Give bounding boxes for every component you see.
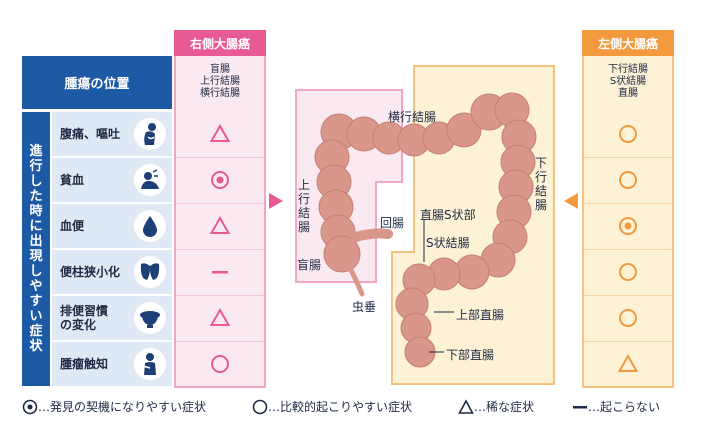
symptom-label: 血便	[60, 219, 85, 233]
right-colon-marks	[176, 112, 264, 386]
upper-rectum-label: 上部直腸	[456, 308, 505, 322]
symptom-label: 腫瘤触知	[60, 357, 109, 371]
vertical-char: す	[29, 294, 43, 309]
narrow-stool-icon	[134, 256, 166, 288]
vertical-char: 行	[29, 159, 43, 174]
row-divider	[584, 295, 672, 296]
vertical-char: 状	[29, 339, 43, 354]
symptom-label: 腹痛、嘔吐	[60, 127, 121, 141]
vertical-char: 結	[534, 184, 547, 198]
legend-triangle: …稀な症状	[458, 398, 534, 415]
ascending-colon-label: 上行結腸	[297, 178, 311, 234]
double-circle-mark	[584, 204, 672, 248]
circle-mark	[584, 250, 672, 294]
legend-double-circle: …発見の契機になりやすい症状	[22, 398, 206, 415]
vertical-char: し	[29, 264, 43, 279]
circle-mark	[176, 342, 264, 386]
circle-mark	[584, 296, 672, 340]
row-divider	[176, 249, 264, 250]
vertical-char: し	[29, 174, 43, 189]
appendix-label: 虫垂	[352, 300, 377, 314]
symptom-row-bloody-stool: 血便	[52, 204, 172, 248]
row-divider	[584, 203, 672, 204]
row-divider	[584, 341, 672, 342]
legend-circle: …比較的起こりやすい症状	[252, 398, 412, 415]
double-circle-icon	[22, 399, 38, 414]
vertical-char: 下	[534, 156, 547, 170]
symptom-row-narrow-stool: 便柱狭小化	[52, 250, 172, 294]
symptom-row-abdominal-pain: 腹痛、嘔吐	[52, 112, 172, 156]
left-arrow-icon	[564, 193, 578, 209]
triangle-mark	[176, 112, 264, 156]
right-arrow-icon	[269, 193, 283, 209]
row-divider	[176, 295, 264, 296]
symptom-row-bowel-habit-change: 排便習慣の変化	[52, 296, 172, 340]
vertical-char: 上	[297, 178, 310, 192]
right-colon-column	[174, 30, 266, 388]
toilet-icon	[134, 302, 166, 334]
vertical-char: 症	[29, 324, 43, 339]
legend-dash: …起こらない	[572, 398, 660, 415]
dash-icon	[573, 405, 587, 408]
triangle-mark	[176, 296, 264, 340]
vertical-char: 結	[297, 206, 310, 220]
rectosigmoid-label: 直腸S状部	[420, 208, 476, 222]
vertical-char: に	[29, 219, 43, 234]
vertical-char: 進	[29, 144, 43, 159]
triangle-mark	[584, 342, 672, 386]
circle-mark	[584, 112, 672, 156]
vertical-char: や	[29, 279, 43, 294]
vertical-char: 行	[534, 170, 547, 184]
sigmoid-colon-label: S状結腸	[426, 236, 470, 250]
vertical-char: 時	[29, 204, 43, 219]
symptom-rows: 腹痛、嘔吐 貧血 血便 便柱狭小化 排便習慣の変化 腫瘤触知	[52, 112, 172, 386]
row-divider	[584, 157, 672, 158]
vertical-char: 腸	[534, 198, 547, 212]
right-colon-header: 右側大腸癌	[174, 30, 266, 56]
double-circle-mark	[176, 158, 264, 202]
symptom-label: 貧血	[60, 173, 85, 187]
symptom-row-palpable-mass: 腫瘤触知	[52, 342, 172, 386]
symptoms-vertical-header: 進行した時に出現しやすい症状	[22, 112, 50, 386]
left-colon-header: 左側大腸癌	[582, 30, 674, 56]
left-colon-column	[582, 30, 674, 388]
left-colon-parts: 下行結腸 S状結腸 直腸	[608, 64, 648, 99]
triangle-icon	[458, 398, 474, 414]
anemia-icon	[134, 164, 166, 196]
vertical-char: 腸	[297, 220, 310, 234]
circle-icon	[252, 399, 268, 414]
vertical-char: た	[29, 189, 43, 204]
vertical-char: 行	[297, 192, 310, 206]
row-divider	[176, 157, 264, 158]
vertical-char: い	[29, 309, 43, 324]
blood-drop-icon	[134, 210, 166, 242]
ileum-label: 回腸	[380, 216, 405, 230]
symptom-label: 排便習慣の変化	[60, 304, 109, 332]
abdominal-pain-icon	[134, 118, 166, 150]
symptom-row-anemia: 貧血	[52, 158, 172, 202]
left-colon-marks	[584, 112, 672, 386]
triangle-mark	[176, 204, 264, 248]
transverse-colon-label: 横行結腸	[388, 110, 437, 124]
row-divider	[584, 249, 672, 250]
vertical-char: 現	[29, 249, 43, 264]
tumor-position-header: 腫瘍の位置	[22, 56, 172, 109]
circle-mark	[584, 158, 672, 202]
vertical-char: 出	[29, 234, 43, 249]
lower-rectum-label: 下部直腸	[446, 348, 495, 362]
row-divider	[176, 203, 264, 204]
symptom-label: 便柱狭小化	[60, 265, 121, 279]
descending-colon-label: 下行結腸	[534, 156, 548, 212]
cecum-label: 盲腸	[297, 258, 322, 272]
right-colon-parts: 盲腸 上行結腸 横行結腸	[200, 64, 240, 99]
dash-mark	[176, 250, 264, 294]
colon-diagram	[295, 65, 555, 385]
row-divider	[176, 341, 264, 342]
palpation-icon	[134, 348, 166, 380]
